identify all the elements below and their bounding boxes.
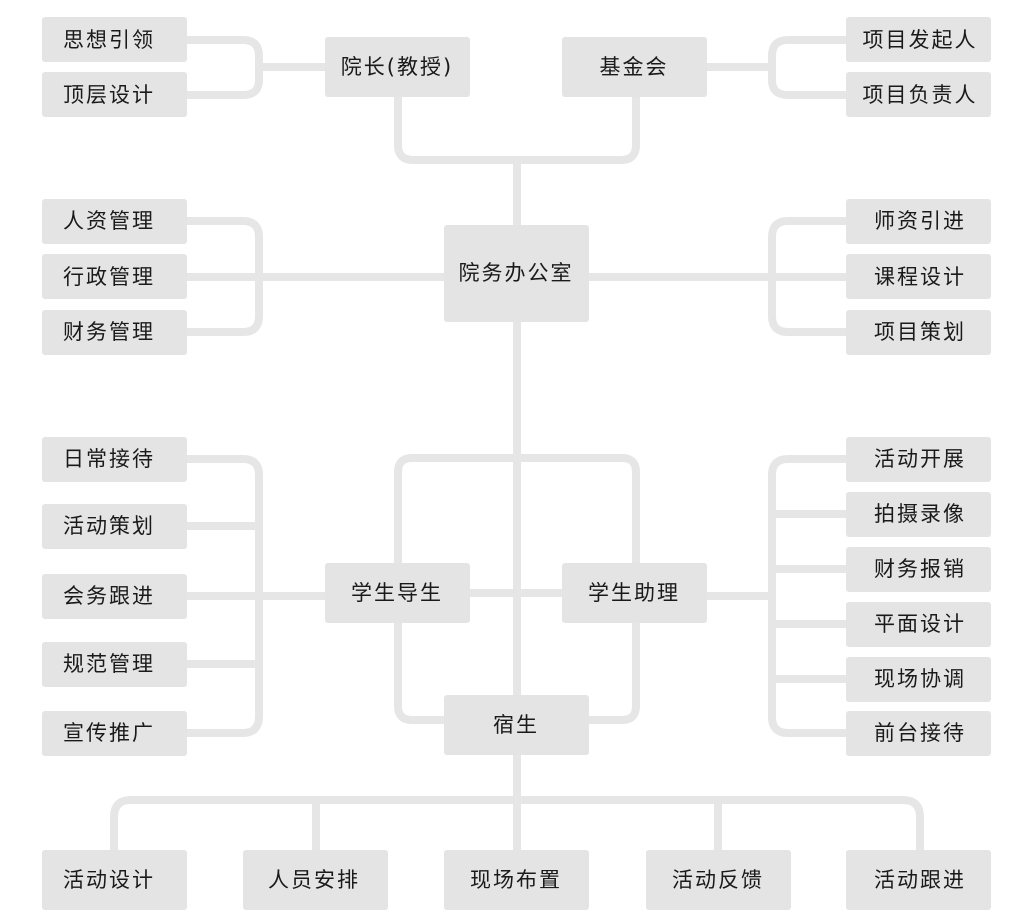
resident-duty-1-label: 活动设计 — [63, 868, 155, 892]
node-office-label: 院务办公室 — [459, 261, 574, 285]
connector-foundation-duties — [703, 36, 852, 99]
node-dean: 院长(教授) — [325, 37, 470, 97]
office-left-duty-2: 行政管理 — [42, 254, 187, 299]
assistant-duty-3-label: 财务报销 — [874, 557, 966, 581]
office-right-duty-3: 项目策划 — [846, 310, 991, 355]
foundation-duty-2: 项目负责人 — [846, 72, 991, 117]
guide-duty-4-label: 规范管理 — [63, 652, 155, 676]
assistant-duty-4: 平面设计 — [846, 602, 991, 647]
foundation-duty-1: 项目发起人 — [846, 17, 991, 62]
node-resident-student-label: 宿生 — [493, 713, 539, 737]
connector-office-right — [583, 217, 852, 336]
dean-duty-1: 思想引领 — [42, 17, 187, 62]
resident-duty-2: 人员安排 — [243, 850, 388, 910]
connector-guide-loop — [394, 454, 640, 569]
guide-duty-3-label: 会务跟进 — [63, 584, 155, 608]
resident-duty-2-label: 人员安排 — [268, 868, 360, 892]
dean-duty-1-label: 思想引领 — [63, 28, 155, 52]
connectors — [110, 36, 924, 856]
resident-duty-5: 活动跟进 — [846, 850, 991, 910]
connector-assistant-duties — [703, 455, 852, 737]
node-student-guide: 学生导生 — [325, 563, 470, 623]
connector-guide-duties — [179, 455, 331, 737]
node-foundation-label: 基金会 — [600, 55, 669, 79]
office-right-duty-2-label: 课程设计 — [874, 265, 966, 289]
resident-duty-3: 现场布置 — [444, 850, 589, 910]
guide-duty-2-label: 活动策划 — [63, 514, 155, 538]
resident-duty-5-label: 活动跟进 — [874, 868, 966, 892]
resident-duty-4: 活动反馈 — [646, 850, 791, 910]
guide-duty-5-label: 宣传推广 — [63, 721, 155, 745]
node-foundation: 基金会 — [562, 37, 707, 97]
node-student-guide-label: 学生导生 — [351, 581, 443, 605]
dean-duty-2: 顶层设计 — [42, 72, 187, 117]
office-right-duty-1-label: 师资引进 — [874, 209, 966, 233]
node-student-assistant: 学生助理 — [562, 563, 707, 623]
node-office: 院务办公室 — [444, 225, 589, 322]
guide-duty-3: 会务跟进 — [42, 574, 187, 619]
connector-office-left — [179, 217, 450, 336]
guide-duty-5: 宣传推广 — [42, 711, 187, 756]
office-right-duty-1: 师资引进 — [846, 199, 991, 244]
guide-duty-4: 规范管理 — [42, 642, 187, 687]
node-student-assistant-label: 学生助理 — [588, 581, 680, 605]
assistant-duty-1: 活动开展 — [846, 437, 991, 482]
assistant-duty-1-label: 活动开展 — [874, 447, 966, 471]
assistant-duty-6: 前台接待 — [846, 711, 991, 756]
foundation-duty-2-label: 项目负责人 — [863, 83, 978, 107]
office-left-duty-1: 人资管理 — [42, 199, 187, 244]
office-left-duty-1-label: 人资管理 — [63, 209, 155, 233]
assistant-duty-6-label: 前台接待 — [874, 721, 966, 745]
office-left-duty-2-label: 行政管理 — [63, 265, 155, 289]
node-resident-student: 宿生 — [444, 695, 589, 755]
resident-duty-1: 活动设计 — [42, 850, 187, 910]
assistant-duty-3: 财务报销 — [846, 547, 991, 592]
connector-dean-duties — [179, 36, 331, 99]
assistant-duty-4-label: 平面设计 — [874, 612, 966, 636]
guide-duty-1: 日常接待 — [42, 437, 187, 482]
connector-assistant-resident — [583, 617, 640, 724]
office-left-duty-3-label: 财务管理 — [63, 320, 155, 344]
connector-guide-resident — [394, 617, 450, 724]
office-right-duty-3-label: 项目策划 — [874, 320, 966, 344]
guide-duty-1-label: 日常接待 — [63, 447, 155, 471]
assistant-duty-5-label: 现场协调 — [874, 667, 966, 691]
assistant-duty-5: 现场协调 — [846, 657, 991, 702]
resident-duty-3-label: 现场布置 — [470, 868, 562, 892]
office-left-duty-3: 财务管理 — [42, 310, 187, 355]
connector-dean-office — [394, 91, 640, 164]
office-right-duty-2: 课程设计 — [846, 254, 991, 299]
guide-duty-2: 活动策划 — [42, 504, 187, 549]
dean-duty-2-label: 顶层设计 — [63, 83, 155, 107]
assistant-duty-2-label: 拍摄录像 — [874, 502, 966, 526]
foundation-duty-1-label: 项目发起人 — [863, 28, 978, 52]
resident-duty-4-label: 活动反馈 — [672, 868, 764, 892]
node-dean-label: 院长(教授) — [341, 55, 453, 79]
connector-resident-duties — [110, 751, 924, 856]
assistant-duty-2: 拍摄录像 — [846, 492, 991, 537]
